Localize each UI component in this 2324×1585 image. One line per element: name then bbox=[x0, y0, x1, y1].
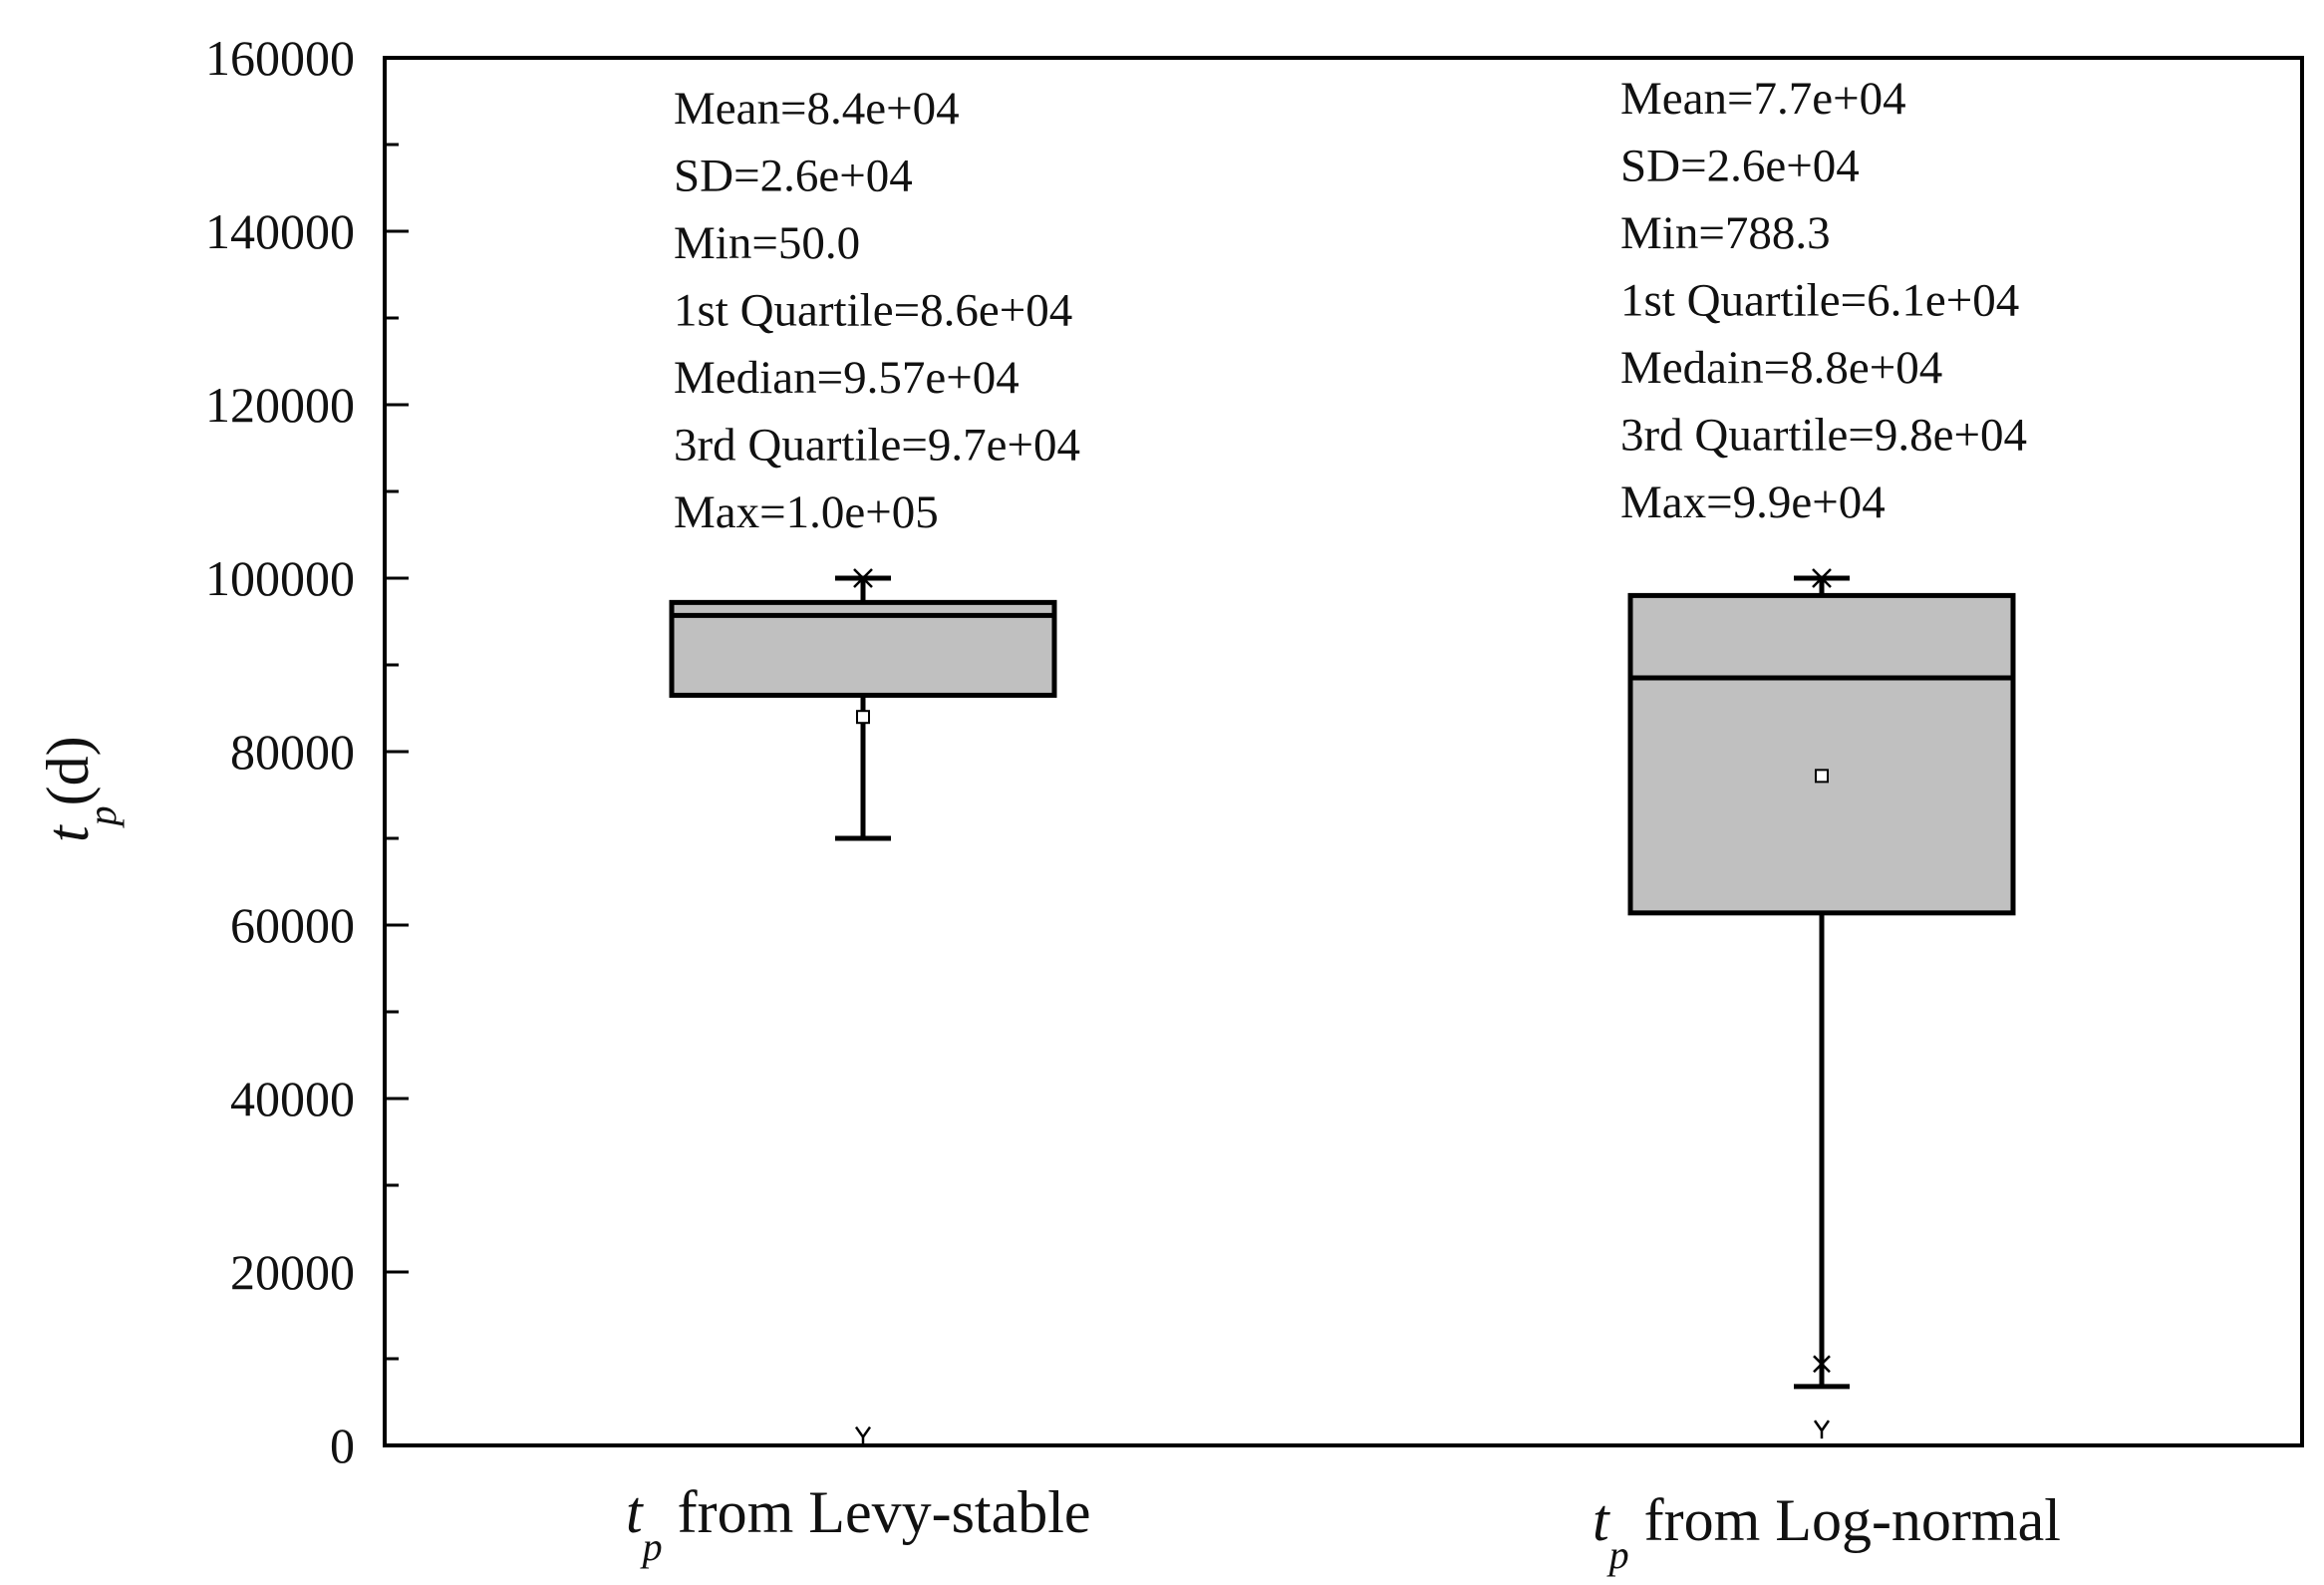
x-category-label: tp from Log-normal bbox=[1593, 1487, 2061, 1577]
stat-line: SD=2.6e+04 bbox=[674, 151, 913, 202]
mean-marker bbox=[856, 710, 870, 725]
y-tick-label: 20000 bbox=[230, 1244, 355, 1300]
label-text: from Log-normal bbox=[1629, 1487, 2061, 1553]
y-tick-label: 80000 bbox=[230, 724, 355, 780]
stat-line: 1st Quartile=6.1e+04 bbox=[1620, 275, 2019, 327]
y-axis: 0 20000 40000 60000 80000 100000 120000 140000 1… bbox=[205, 30, 409, 1473]
max-marker bbox=[1812, 568, 1832, 588]
stat-line: Max=9.9e+04 bbox=[1620, 476, 1886, 528]
ylabel-symbol: t bbox=[35, 824, 101, 842]
y-tick-label: 0 bbox=[330, 1418, 355, 1473]
label-subscript: p bbox=[640, 1524, 663, 1569]
y-tick-label: 120000 bbox=[205, 377, 355, 433]
y-tick-label: 140000 bbox=[205, 203, 355, 259]
stat-line: 1st Quartile=8.6e+04 bbox=[674, 285, 1072, 337]
stat-line: Min=50.0 bbox=[674, 217, 860, 269]
min-marker bbox=[1813, 1420, 1831, 1439]
ylabel-unit: (d) bbox=[35, 736, 101, 805]
stat-line: Median=9.57e+04 bbox=[674, 352, 1019, 404]
stat-line: Mean=8.4e+04 bbox=[674, 83, 960, 135]
stat-line: SD=2.6e+04 bbox=[1620, 141, 1860, 192]
box-iqr bbox=[1627, 592, 2016, 916]
mean-marker bbox=[1815, 769, 1829, 784]
y-axis-title: tp(d) bbox=[35, 736, 125, 842]
stat-line: 3rd Quartile=9.7e+04 bbox=[674, 420, 1080, 472]
outlier-marker bbox=[1813, 1355, 1831, 1374]
label-text: from Levy-stable bbox=[663, 1479, 1091, 1545]
box-1 bbox=[669, 568, 1057, 1445]
y-tick-label: 60000 bbox=[230, 897, 355, 953]
box-series bbox=[669, 568, 2016, 1445]
y-tick-label: 160000 bbox=[205, 30, 355, 86]
stat-line: Min=788.3 bbox=[1620, 207, 1831, 259]
label-subscript: p bbox=[1606, 1532, 1629, 1577]
x-category-label: tp from Levy-stable bbox=[626, 1479, 1091, 1569]
ylabel-subscript: p bbox=[80, 805, 125, 828]
label-symbol: t bbox=[626, 1479, 644, 1545]
y-tick-label: 40000 bbox=[230, 1071, 355, 1126]
box-2 bbox=[1627, 568, 2016, 1439]
stat-line: Max=1.0e+05 bbox=[674, 486, 939, 538]
plot-frame bbox=[383, 56, 2304, 1447]
label-symbol: t bbox=[1593, 1487, 1610, 1553]
stat-line: Mean=7.7e+04 bbox=[1620, 73, 1906, 125]
y-tick-label: 100000 bbox=[205, 550, 355, 606]
stat-line: 3rd Quartile=9.8e+04 bbox=[1620, 410, 2027, 462]
stat-line: Medain=8.8e+04 bbox=[1620, 342, 1942, 394]
max-marker bbox=[853, 568, 873, 588]
